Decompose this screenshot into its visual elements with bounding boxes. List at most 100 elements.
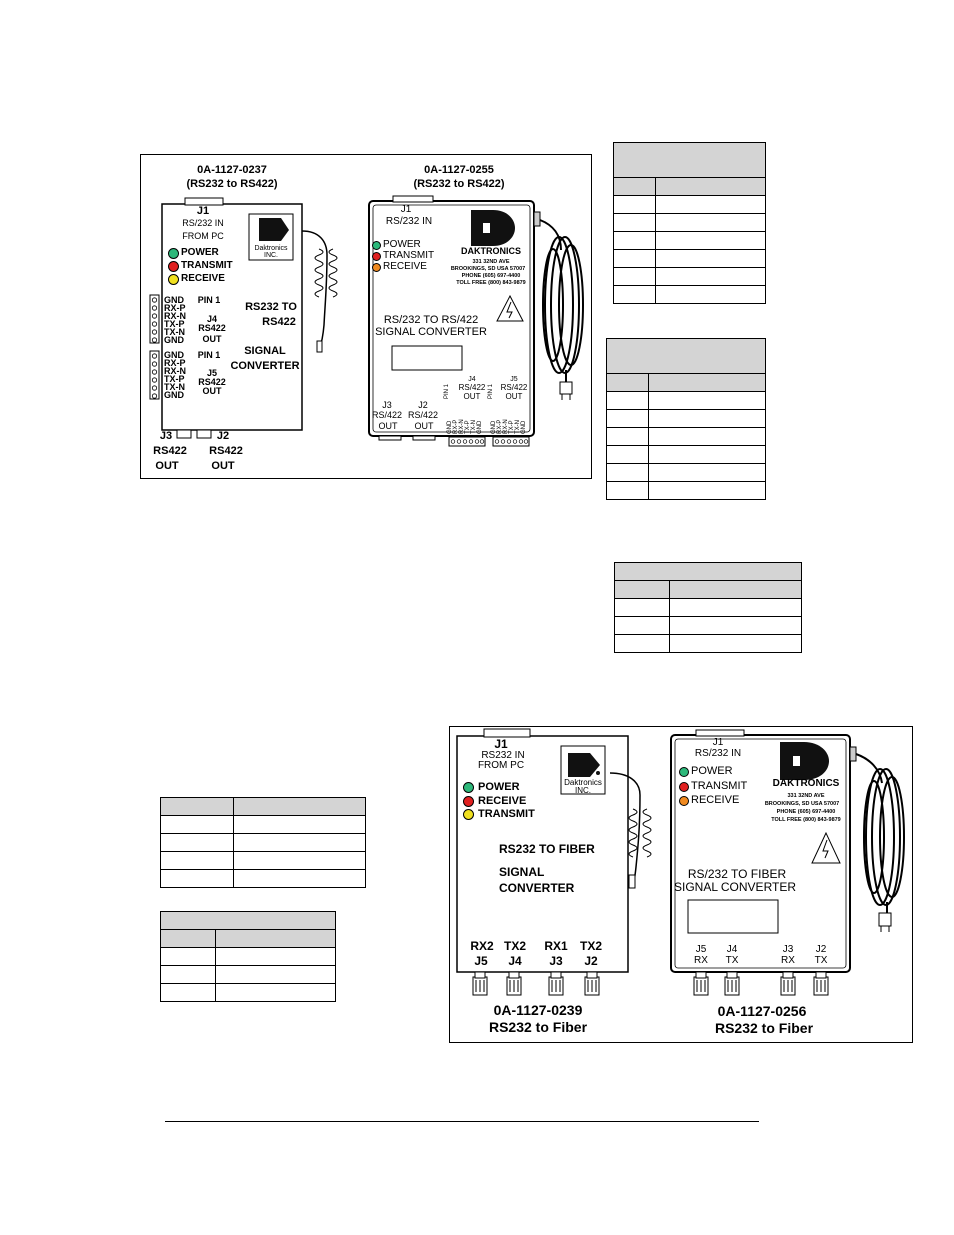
led-label: RECEIVE <box>478 795 527 807</box>
footer-rule <box>165 1121 759 1122</box>
address-line: PHONE (605) 697-4400 <box>776 809 836 815</box>
pin1-label: PIN 1 <box>488 383 494 399</box>
table-row <box>160 833 366 852</box>
rs422-figure-drawing <box>149 195 584 447</box>
pin-label: RX-P <box>164 303 186 313</box>
table-cell <box>233 869 366 888</box>
table-row <box>614 598 802 617</box>
table-row <box>160 869 366 888</box>
j1-sub-label: RS232 IN <box>481 750 525 761</box>
led-label: RECEIVE <box>181 273 225 284</box>
j3-sub-label: OUT <box>155 460 179 472</box>
pin-label: GND <box>164 390 184 400</box>
transmit-led-icon <box>168 261 179 272</box>
table-cell <box>215 965 336 984</box>
converter-title: RS/232 TO RS/422 <box>383 314 479 326</box>
j3-sub-label: RS/422 <box>371 410 403 420</box>
table-cell <box>606 445 649 464</box>
j2-sub-label: RS/422 <box>407 410 439 420</box>
table-row <box>613 195 766 214</box>
table-cell <box>606 463 649 482</box>
pin-label: TX-N <box>164 382 185 392</box>
table-row <box>606 445 766 464</box>
converter-title: SIGNAL CONVERTER <box>673 880 797 894</box>
address-line: BROOKINGS, SD USA 57007 <box>450 266 526 272</box>
port-label: J2 <box>584 954 598 968</box>
table-header <box>613 142 766 178</box>
left-model-desc: (RS232 to RS422) <box>186 178 278 190</box>
table-cell <box>233 833 366 852</box>
j3-label: J3 <box>382 400 392 410</box>
pin-label: TX-P <box>164 374 185 384</box>
table-header <box>160 911 336 930</box>
port-label: J5 <box>474 954 488 968</box>
converter-title: CONVERTER <box>499 881 575 895</box>
converter-title: RS232 TO <box>245 301 297 313</box>
receive-led-icon <box>372 263 381 272</box>
table-cell <box>233 797 366 816</box>
address-line: 331 32ND AVE <box>472 259 510 265</box>
table-cell <box>614 616 670 635</box>
table-cell <box>648 391 766 410</box>
j5-sub-label: OUT <box>202 386 222 396</box>
right-model-desc: RS232 to Fiber <box>714 1020 814 1036</box>
pinout-table <box>160 911 336 1002</box>
j1-sub-label: RS/232 IN <box>385 216 433 227</box>
j4-label: J4 <box>206 314 218 324</box>
logo-text: Daktronics <box>564 778 602 787</box>
address-line: TOLL FREE (800) 843-9879 <box>771 817 841 823</box>
table-cell <box>669 616 802 635</box>
table-row <box>160 851 366 870</box>
j1-sub-label: FROM PC <box>182 231 224 241</box>
table-row <box>613 267 766 286</box>
power-led-icon <box>463 782 474 793</box>
pin-label: GND <box>477 420 483 434</box>
led-label: TRANSMIT <box>383 250 435 261</box>
port-label: J3 <box>782 944 794 955</box>
table-row <box>613 285 766 304</box>
table-row <box>614 616 802 635</box>
converter-title: CONVERTER <box>230 360 300 372</box>
table-row <box>613 249 766 268</box>
pinout-table <box>613 142 766 304</box>
led-label: TRANSMIT <box>181 260 233 271</box>
table-cell <box>648 373 766 392</box>
port-label: TX2 <box>503 939 527 953</box>
j5-label: J5 <box>206 368 218 378</box>
port-label: J4 <box>726 944 738 955</box>
table-row <box>606 481 766 500</box>
table-row <box>160 947 336 966</box>
j2-label: J2 <box>418 400 428 410</box>
table-cell <box>655 267 766 286</box>
pin-label: TX-P <box>164 319 185 329</box>
table-cell <box>233 851 366 870</box>
j4-sub-label: OUT <box>463 392 481 401</box>
converter-title: RS232 TO FIBER <box>499 842 595 856</box>
converter-title: SIGNAL CONVERTER <box>375 326 487 338</box>
j2-label: J2 <box>216 430 230 442</box>
table-cell <box>613 249 656 268</box>
led-label: TRANSMIT <box>691 780 748 792</box>
table-cell <box>160 815 234 834</box>
j2-sub-label: OUT <box>414 421 434 431</box>
table-row <box>606 463 766 482</box>
table-cell <box>606 391 649 410</box>
table-cell <box>613 177 656 196</box>
port-label: RX1 <box>544 939 568 953</box>
receive-led-icon <box>463 796 474 807</box>
brand-name: DAKTRONICS <box>461 246 521 256</box>
led-label: TRANSMIT <box>478 808 535 820</box>
table-cell <box>655 249 766 268</box>
port-label: J2 <box>815 944 827 955</box>
fiber-converter-figure: J1 RS232 IN FROM PC Daktronics INC. POWE… <box>449 726 913 1043</box>
receive-led-icon <box>168 274 179 285</box>
table-cell <box>160 947 216 966</box>
right-model-part: 0A-1127-0255 <box>424 164 494 176</box>
converter-title: SIGNAL <box>499 865 545 879</box>
j2-sub-label: OUT <box>211 460 235 472</box>
table-cell <box>215 983 336 1002</box>
table-cell <box>613 267 656 286</box>
j3-sub-label: OUT <box>378 421 398 431</box>
table-cell <box>655 213 766 232</box>
j1-sub-label: RS/232 IN <box>182 218 224 228</box>
